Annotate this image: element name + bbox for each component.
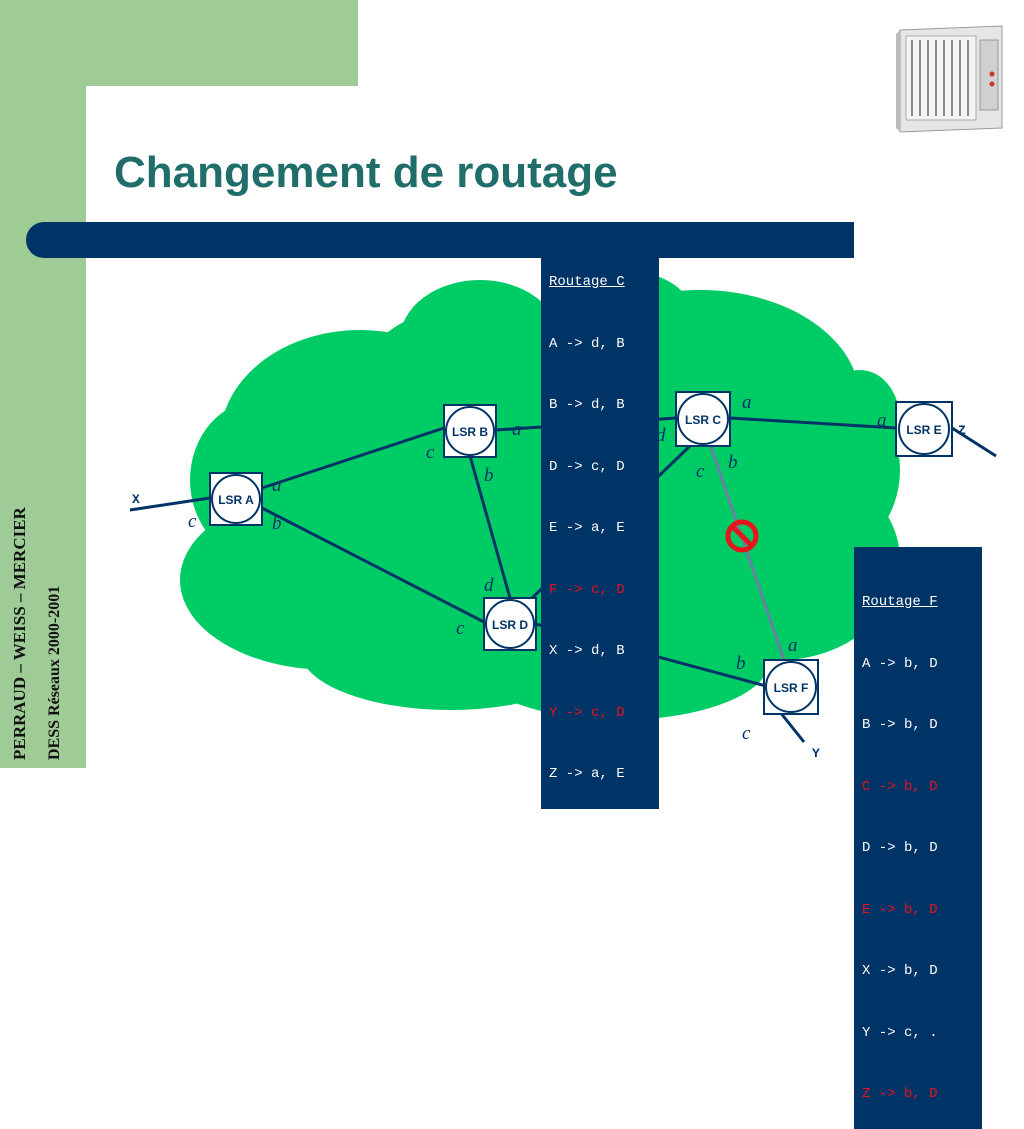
router-lsr-d[interactable]: LSR D (483, 597, 537, 651)
port-label: c (456, 618, 465, 639)
port-label: d (484, 575, 494, 596)
lsr-d-label: LSR D (492, 618, 528, 632)
port-label: c (696, 461, 705, 482)
port-label: b (736, 653, 746, 674)
link-a-b (261, 426, 445, 490)
router-lsr-e[interactable]: LSR E (895, 401, 953, 457)
lsr-f-label: LSR F (774, 681, 809, 695)
port-label: c (742, 723, 751, 744)
routing-row: Z -> a, E (549, 766, 625, 782)
routing-row: X -> b, D (862, 963, 938, 979)
port-label: b (272, 513, 282, 534)
routing-row: A -> b, D (862, 655, 938, 672)
endpoint-z-label: Z (958, 423, 966, 438)
port-label: a (512, 419, 522, 440)
port-label: c (188, 511, 197, 532)
router-lsr-f[interactable]: LSR F (763, 659, 819, 715)
routing-row: A -> d, B (549, 335, 625, 352)
left-green-strip (0, 0, 86, 768)
routing-row-changed: C -> b, D (862, 778, 938, 795)
title-underline-bar (26, 222, 854, 258)
routing-row: E -> a, E (549, 520, 625, 536)
routing-row-changed: E -> b, D (862, 901, 938, 918)
lsr-b-label: LSR B (452, 425, 488, 439)
port-label: d (656, 425, 666, 446)
routing-table-c-header: Routage C (549, 274, 625, 290)
link-b-d (468, 455, 512, 599)
endpoint-y-label: Y (812, 746, 820, 761)
link-x-a (129, 496, 211, 512)
routing-row: B -> d, B (549, 397, 625, 413)
port-label: a (788, 635, 798, 656)
link-c-e (729, 416, 897, 430)
port-label: c (426, 442, 435, 463)
lsr-c-label: LSR C (685, 413, 721, 427)
link-f-y (778, 711, 806, 743)
port-label: a (877, 410, 887, 431)
routing-row-changed: F -> c, D (549, 581, 625, 598)
routing-row-changed: Y -> c, D (549, 704, 625, 721)
top-green-band (0, 0, 358, 86)
port-label: b (728, 452, 738, 473)
router-lsr-b[interactable]: LSR B (443, 404, 497, 458)
endpoint-x-label: X (132, 492, 140, 507)
link-e-z (951, 426, 997, 458)
router-lsr-c[interactable]: LSR C (675, 391, 731, 447)
routing-row-changed: Z -> b, D (862, 1086, 938, 1102)
lsr-e-label: LSR E (906, 423, 941, 437)
no-entry-icon (725, 519, 759, 553)
routing-row: Y -> c, . (862, 1024, 938, 1041)
routing-row: B -> b, D (862, 717, 938, 733)
port-label: a (272, 475, 282, 496)
routing-row: X -> d, B (549, 643, 625, 659)
routing-row: D -> c, D (549, 458, 625, 475)
network-rack-icon (896, 25, 1003, 133)
slide-title: Changement de routage (114, 148, 618, 197)
routing-table-f: Routage F A -> b, D B -> b, D C -> b, D … (854, 547, 982, 1129)
routing-row: D -> b, D (862, 840, 938, 856)
router-lsr-a[interactable]: LSR A (209, 472, 263, 526)
routing-table-c: Routage C A -> d, B B -> d, B D -> c, D … (541, 227, 659, 809)
lsr-a-label: LSR A (218, 493, 254, 507)
port-label: b (484, 465, 494, 486)
link-a-d (261, 506, 485, 624)
port-label: a (742, 392, 752, 413)
routing-table-f-header: Routage F (862, 594, 938, 610)
link-c-f-broken (708, 443, 786, 661)
